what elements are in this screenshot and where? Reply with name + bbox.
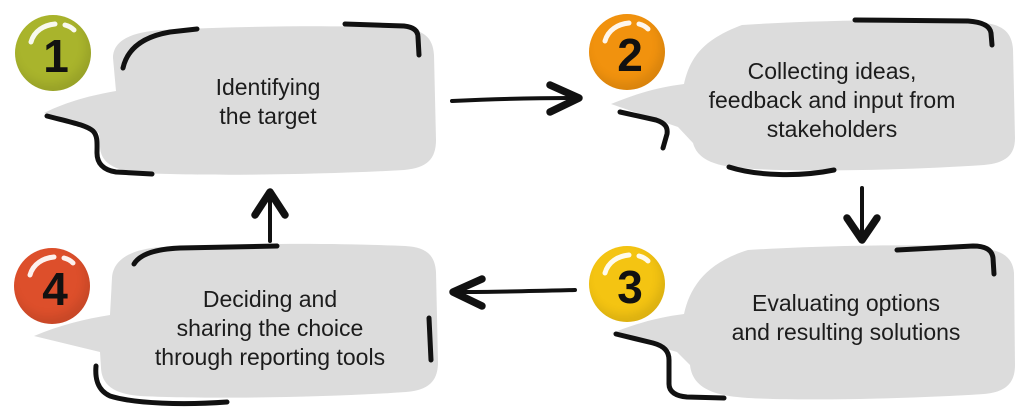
step-badge-4: 4 <box>14 248 90 324</box>
bubble-sketch-stroke <box>342 21 422 58</box>
step-label-4: Deciding and sharing the choice through … <box>154 286 386 370</box>
bubble-sketch-stroke <box>93 363 230 407</box>
bubble-shape-step2 <box>611 20 1015 171</box>
bubble-sketch-stroke <box>426 315 434 363</box>
arrow-step1-to-step2-icon <box>450 81 583 116</box>
bubble-sketch-stroke <box>894 243 997 277</box>
speech-bubble-step4 <box>34 243 438 407</box>
bubble-sketch-stroke <box>613 331 727 401</box>
arrow-head <box>843 214 881 244</box>
bubble-shape-step3 <box>612 245 1015 400</box>
arrow-step2-to-step3-icon <box>843 186 881 244</box>
speech-bubble-step3 <box>612 243 1015 401</box>
arrow-head <box>449 275 486 310</box>
arrow-shaft <box>450 96 572 103</box>
speech-bubble-step2 <box>611 17 1015 178</box>
arrow-step4-to-step1-icon <box>251 188 289 243</box>
bubble-sketch-stroke <box>44 113 155 177</box>
step-label-1: Identifying the target <box>215 74 321 129</box>
arrow-shaft <box>457 288 577 294</box>
arrow-head <box>546 81 583 116</box>
bubble-shape-step4 <box>34 243 438 398</box>
bubble-sketch-stroke <box>617 109 670 151</box>
step-number: 4 <box>42 263 68 315</box>
bubble-shape-step1 <box>44 26 436 175</box>
step-badge-1: 1 <box>15 15 91 91</box>
step-label-3: Evaluating options and resulting solutio… <box>731 290 961 345</box>
step-number: 1 <box>43 30 69 82</box>
step-label-2: Collecting ideas, feedback and input fro… <box>708 58 956 142</box>
step-badge-3: 3 <box>589 246 665 322</box>
speech-bubble-step1 <box>44 21 436 177</box>
bubble-sketch-stroke <box>852 17 995 48</box>
arrow-head <box>251 188 289 219</box>
arrow-step3-to-step4-icon <box>449 275 577 310</box>
bubble-sketch-stroke <box>726 164 837 178</box>
step-badge-2: 2 <box>589 14 665 90</box>
bubble-sketch-stroke <box>120 26 200 71</box>
bubble-sketch-stroke <box>131 243 280 267</box>
step-number: 3 <box>617 261 643 313</box>
step-number: 2 <box>617 29 643 81</box>
